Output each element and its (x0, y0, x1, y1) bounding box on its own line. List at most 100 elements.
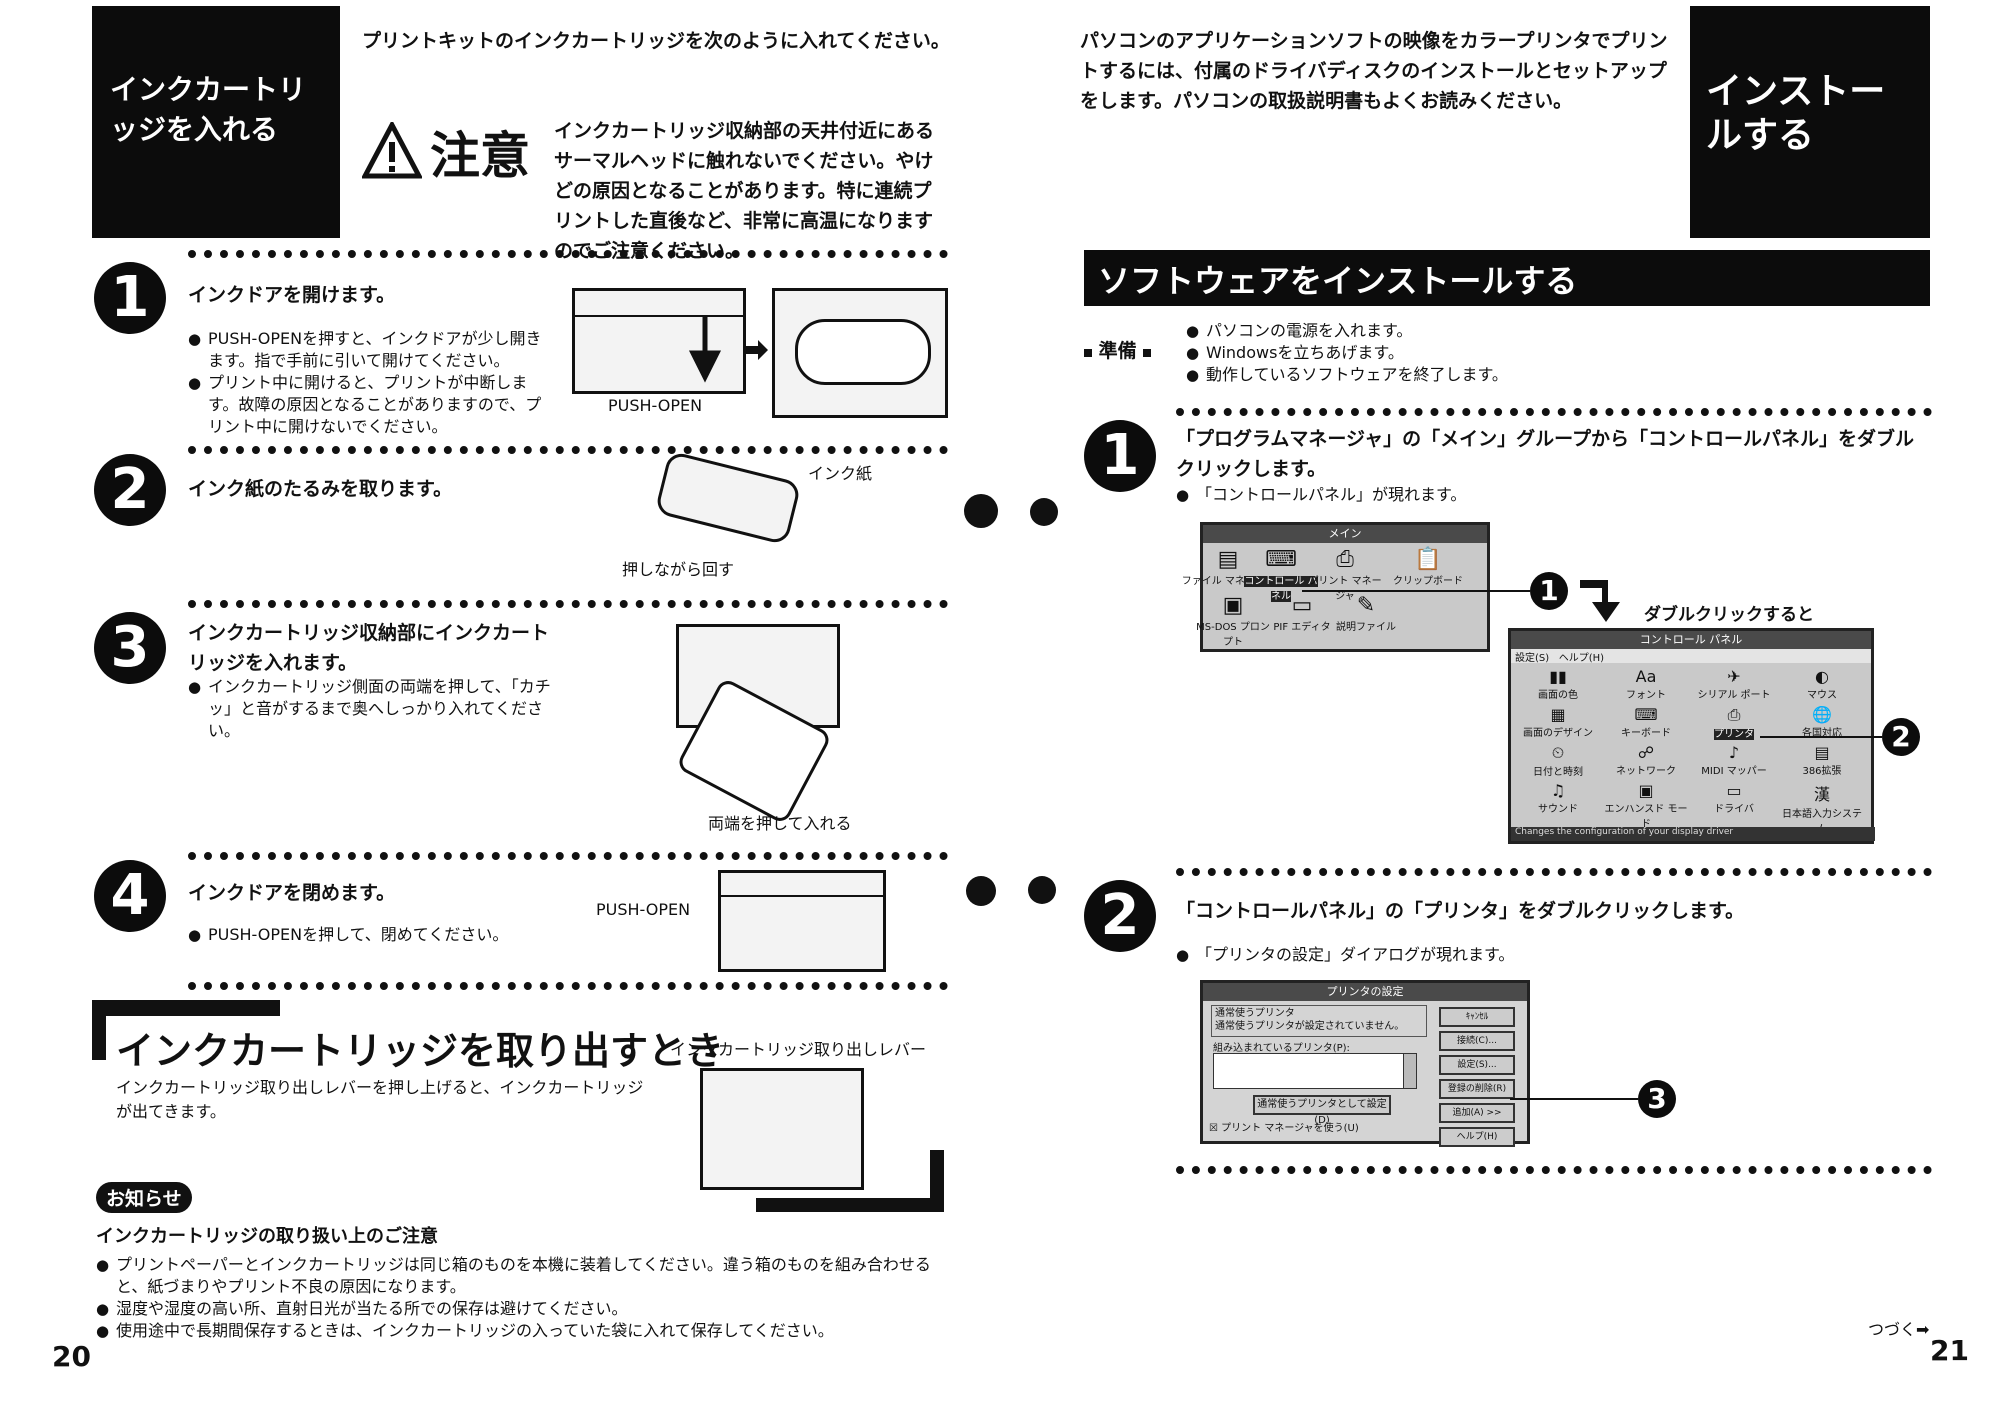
r-step-1-bullets: 「コントロールパネル」が現れます。 (1176, 484, 1776, 506)
control-panel-icon[interactable]: ⌨コントロール パネル (1244, 547, 1318, 602)
control-panel-item[interactable]: ♫サウンド (1515, 781, 1601, 815)
door-close-illustration (718, 870, 886, 972)
left-intro: プリントキットのインクカートリッジを次のように入れてください。 (362, 30, 950, 52)
control-panel-item[interactable]: ▣エンハンスド モード (1603, 781, 1689, 830)
control-panel-item-label: 画面のデザイン (1523, 728, 1593, 739)
arrow-down-right-icon (1580, 580, 1620, 622)
remove-text: インクカートリッジ取り出しレバーを押し上げると、インクカートリッジが出てきます。 (116, 1078, 644, 1121)
marker-2: 2 (1882, 718, 1920, 756)
section-title: ソフトウェアをインストールする (1098, 262, 1578, 300)
list-item: プリント中に開けると、プリントが中断します。故障の原因となることがありますので、… (188, 372, 554, 438)
printer-door-closed-illustration (572, 288, 746, 394)
remove-bracket (756, 1198, 944, 1212)
section-title-bar: ソフトウェアをインストールする (1084, 250, 1930, 306)
control-panel-item[interactable]: ▮▮画面の色 (1515, 667, 1601, 701)
warning-icon (362, 122, 422, 179)
divider (188, 852, 948, 860)
printer-dialog-button[interactable]: ヘルプ(H) (1439, 1127, 1515, 1147)
control-panel-item[interactable]: ✈シリアル ポート (1691, 667, 1777, 701)
printer-dialog-button[interactable]: 登録の削除(R) (1439, 1079, 1515, 1099)
control-panel-item-icon: ⏲ (1551, 743, 1565, 762)
control-panel-item[interactable]: ♪MIDI マッパー (1691, 743, 1777, 777)
printer-dialog-button[interactable]: 設定(S)... (1439, 1055, 1515, 1075)
step-4-title: インクドアを閉めます。 (188, 882, 396, 904)
control-panel-item-label: 画面の色 (1538, 690, 1578, 701)
leader-line (1760, 736, 1882, 738)
menu-help[interactable]: ヘルプ(H) (1558, 653, 1605, 664)
left-header-title: インクカートリッジを入れる (110, 73, 307, 146)
continued-label: つづく➡ (1868, 1320, 1930, 1339)
prep-label-text: 準備 (1098, 340, 1137, 362)
step-2-label-ink-paper: インク紙 (808, 464, 873, 483)
list-item: 「コントロールパネル」が現れます。 (1176, 484, 1776, 506)
control-panel-item[interactable]: ☍ネットワーク (1603, 743, 1689, 777)
step-1-number: 1 (94, 262, 166, 334)
r-step-2-title: 「コントロールパネル」の「プリンタ」をダブルクリックします。 (1176, 900, 1745, 922)
default-printer-value: 通常使うプリンタが設定されていません。 (1215, 1021, 1405, 1032)
step-3-label: 両端を押して入れる (708, 814, 852, 833)
r-step-1-number: 1 (1084, 420, 1156, 492)
pif-editor-icon[interactable]: ▭PIF エディタ (1273, 593, 1331, 633)
printer-dialog-button[interactable]: 接続(C)... (1439, 1031, 1515, 1051)
arrow-down-icon (688, 315, 722, 383)
list-item: PUSH-OPENを押して、閉めてください。 (188, 924, 554, 946)
leader-line (1510, 1098, 1638, 1100)
control-panel-item[interactable]: ◐マウス (1779, 667, 1865, 701)
cartridge-remove-illustration (700, 1068, 864, 1190)
control-panel-item-icon: 漢 (1813, 785, 1830, 804)
step-3-number: 3 (94, 612, 166, 684)
prep-bullets: パソコンの電源を入れます。 Windowsを立ちあげます。 動作しているソフトウ… (1186, 320, 1786, 386)
list-item: Windowsを立ちあげます。 (1186, 342, 1786, 364)
binding-hole (1030, 498, 1058, 526)
caution-text: インクカートリッジ収納部の天井付近にあるサーマルヘッドに触れないでください。やけ… (554, 120, 935, 262)
marker-3: 3 (1638, 1080, 1676, 1118)
control-panel-item-label: キーボード (1621, 728, 1671, 739)
installed-printers-list[interactable] (1213, 1053, 1417, 1089)
set-default-button[interactable]: 通常使うプリンタとして設定(D) (1253, 1095, 1391, 1126)
step-1-label: PUSH-OPEN (608, 396, 703, 415)
file-manager-icon[interactable]: ▤ファイル マネージャ (1181, 547, 1275, 587)
main-window-title: メイン (1203, 525, 1487, 543)
printer-dialog-button[interactable]: 追加(A) >> (1439, 1103, 1515, 1123)
scrollbar[interactable] (1403, 1054, 1416, 1088)
control-panel-item-icon: ♪ (1728, 743, 1740, 762)
page-number-right: 21 (1930, 1334, 1969, 1367)
r-step-1-title: 「プログラムマネージャ」の「メイン」グループから「コントロールパネル」をダブルク… (1176, 428, 1914, 480)
control-panel-item-label: ネットワーク (1616, 766, 1676, 777)
readme-icon[interactable]: ✎説明ファイル (1336, 593, 1396, 633)
square-icon (1143, 349, 1152, 357)
square-icon (1084, 349, 1092, 357)
control-panel-item-label: 日付と時刻 (1533, 767, 1583, 778)
control-panel-item[interactable]: ▦ 画面のデザイン (1515, 705, 1601, 739)
control-panel-item-label: 386拡張 (1802, 766, 1842, 777)
r-step-2-number: 2 (1084, 880, 1156, 952)
control-panel-item[interactable]: ▭ドライバ (1691, 781, 1777, 815)
print-manager-icon[interactable]: ⎙プリント マネージャ (1308, 547, 1382, 602)
control-panel-item[interactable]: 🌐各国対応 (1779, 705, 1865, 739)
step-3-bullets: インクカートリッジ側面の両端を押して、「カチッ」と音がするまで奥へしっかり入れて… (188, 676, 554, 742)
menu-settings[interactable]: 設定(S) (1515, 653, 1550, 664)
control-panel-item-icon: ▣ (1638, 781, 1654, 800)
control-panel-item-label: マウス (1807, 690, 1837, 701)
divider (1176, 868, 1932, 876)
control-panel-item[interactable]: ⏲ 日付と時刻 (1515, 743, 1601, 778)
step-3-title: インクカートリッジ収納部にインクカートリッジを入れます。 (188, 622, 550, 674)
double-click-text: ダブルクリックすると (1644, 605, 1814, 625)
step-2-label-rotate: 押しながら回す (622, 560, 735, 579)
default-printer-label: 通常使うプリンタ (1215, 1008, 1295, 1019)
installed-printers-label: 組み込まれているプリンタ(P): (1213, 1043, 1350, 1054)
arrow-right-icon (744, 340, 768, 360)
control-panel-item-icon: ▤ (1814, 743, 1830, 762)
clipboard-icon[interactable]: 📋クリップボード (1393, 547, 1463, 587)
r-step-2-bullets: 「プリンタの設定」ダイアログが現れます。 (1176, 944, 1776, 966)
control-panel-item-icon: ▦ (1550, 705, 1566, 724)
control-panel-item[interactable]: ⌨キーボード (1603, 705, 1689, 739)
use-print-manager-checkbox[interactable]: ☒ プリント マネージャを使う(U) (1209, 1123, 1359, 1134)
step-4-number: 4 (94, 860, 166, 932)
divider (188, 982, 948, 990)
printer-dialog-button[interactable]: ｷｬﾝｾﾙ (1439, 1007, 1515, 1027)
control-panel-item[interactable]: ▤ 386拡張 (1779, 743, 1865, 777)
ms-dos-icon[interactable]: ▣MS-DOS プロンプト (1196, 593, 1270, 648)
control-panel-item[interactable]: ⎙プリンタ (1691, 705, 1777, 740)
